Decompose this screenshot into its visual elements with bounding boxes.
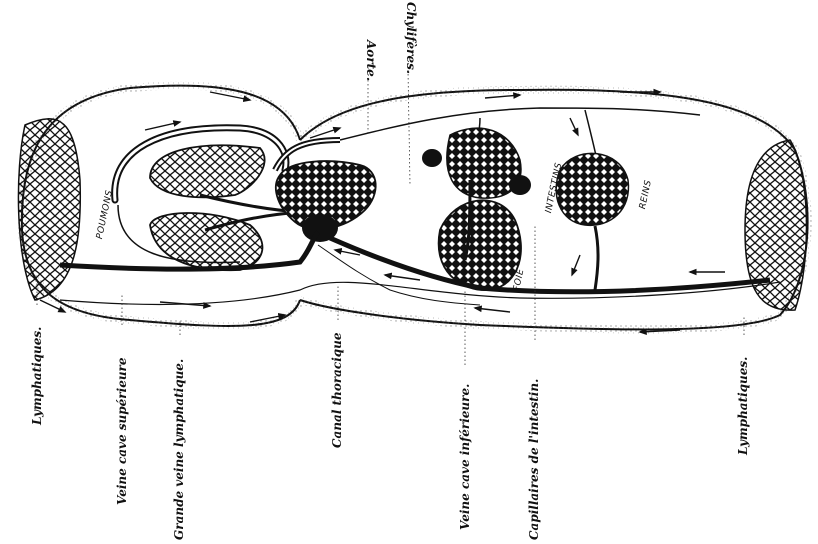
inner-venous-loop [60, 282, 780, 304]
flow-arrow [145, 122, 180, 130]
intestines [422, 128, 531, 198]
label-veine-cave-superieure: Veine cave supérieure [115, 357, 129, 505]
capillary-mesh-right [745, 140, 806, 310]
flow-arrow [572, 255, 580, 275]
label-capillaires-intestin: Capillaires de l'intestin. [527, 379, 541, 540]
label-canal-thoracique: Canal thoracique [330, 332, 344, 448]
leader-line [408, 70, 410, 185]
label-chyliferes: Chylifères. [404, 2, 418, 74]
label-grande-veine-lymphatique: Grande veine lymphatique. [172, 359, 186, 540]
flow-arrow [485, 95, 520, 98]
liver [439, 200, 521, 290]
heart [275, 140, 376, 242]
label-lymphatiques-right: Lymphatiques. [736, 357, 750, 455]
lungs [115, 128, 300, 270]
flow-arrows [40, 92, 725, 332]
flow-arrow [570, 118, 578, 135]
capillary-mesh-left [18, 119, 80, 300]
flow-arrow [475, 308, 510, 312]
label-veine-cave-inferieure: Veine cave inférieure. [458, 384, 472, 530]
kidneys [556, 153, 628, 290]
label-aorte: Aorte. [364, 40, 378, 81]
label-lymphatiques-left: Lymphatiques. [30, 327, 44, 425]
flow-arrow [385, 275, 420, 280]
